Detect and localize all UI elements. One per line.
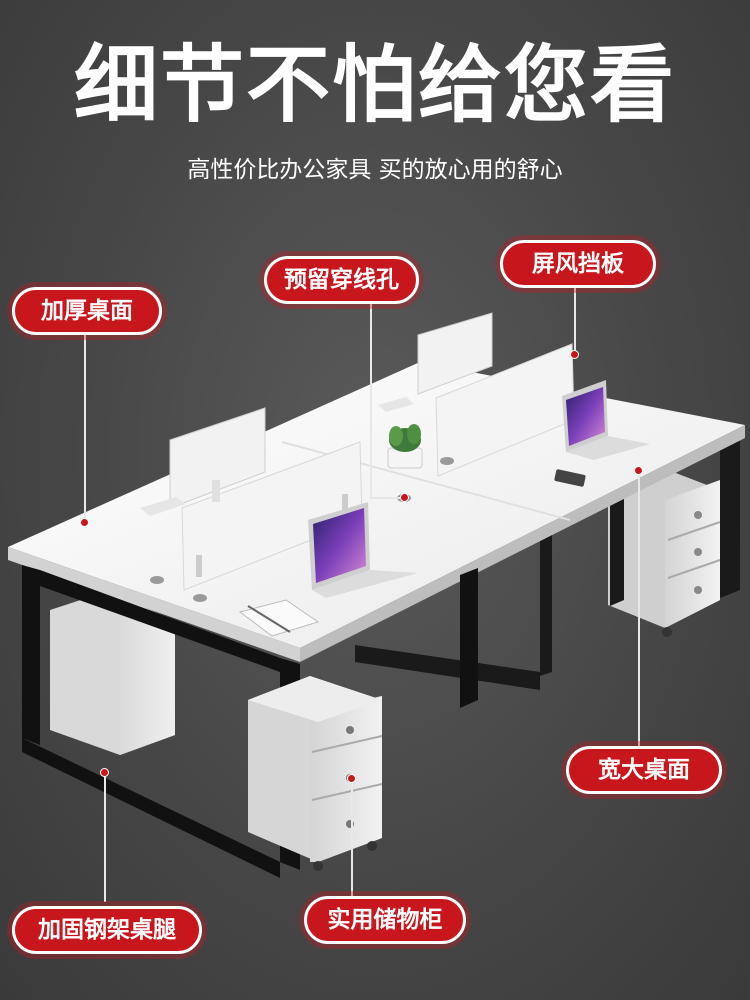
- laptop-back: [562, 380, 650, 460]
- laptop-front: [308, 502, 418, 598]
- callout-dot-steel-legs: [100, 768, 109, 777]
- cabinet-right-back: [608, 470, 721, 637]
- headline: 细节不怕给您看: [73, 36, 676, 134]
- callout-steel-legs: 加固钢架桌腿: [12, 906, 202, 954]
- callout-line-thick-top: [84, 334, 86, 522]
- potted-plant: [387, 424, 423, 469]
- callout-wide-top: 宽大桌面: [566, 746, 722, 794]
- cabinet-front: [248, 676, 383, 871]
- callout-line-steel-legs: [104, 772, 106, 902]
- callout-storage-cabinet: 实用储物柜: [304, 896, 466, 944]
- monitor-left: [140, 407, 266, 516]
- subheadline: 高性价比办公家具 买的放心用的舒心: [187, 157, 563, 183]
- callout-dot-cable-hole: [400, 493, 409, 502]
- monitor-back: [378, 312, 493, 412]
- callout-thick-top: 加厚桌面: [12, 287, 162, 335]
- phone: [554, 469, 586, 487]
- callout-line-cable-hole: [370, 300, 372, 498]
- cabinet-left-back: [50, 592, 175, 755]
- callout-dot-screen-panel: [570, 350, 579, 359]
- callout-line-storage: [351, 778, 353, 898]
- callout-screen-panel: 屏风挡板: [500, 240, 656, 288]
- callout-cable-hole: 预留穿线孔: [264, 256, 419, 304]
- callout-line-screen-panel: [574, 284, 576, 354]
- callout-line-cable-hole-h: [370, 497, 404, 499]
- notebook: [238, 599, 320, 637]
- callout-line-wide-top: [638, 470, 640, 750]
- callout-dot-thick-top: [80, 518, 89, 527]
- callout-dot-storage: [347, 774, 356, 783]
- callout-dot-wide-top: [634, 466, 643, 475]
